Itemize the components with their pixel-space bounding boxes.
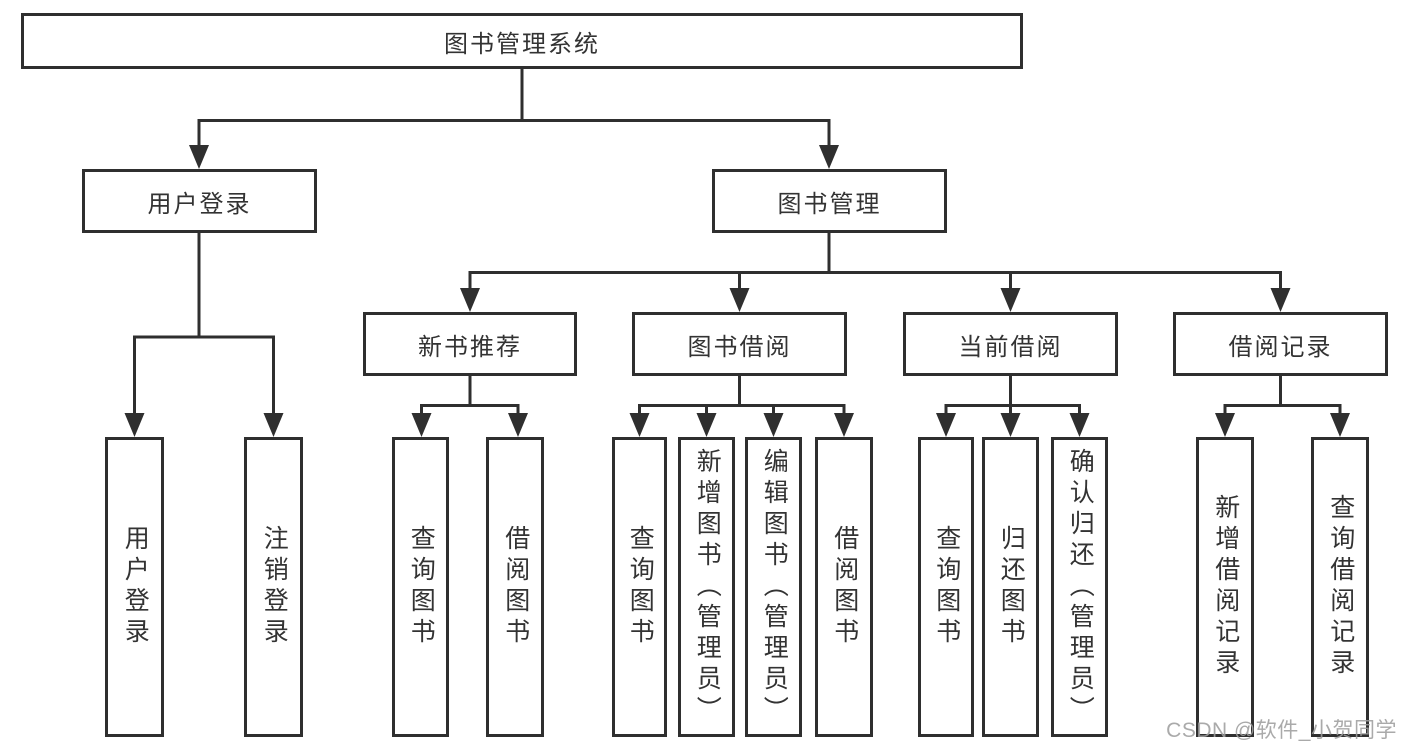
node-label: 图书管理 (777, 190, 882, 218)
node-label: 图书借阅 (687, 333, 792, 361)
leaf-query-books-borrowing: 查询图书 (612, 437, 667, 737)
csdn-watermark: CSDN @软件_小贺同学 (1166, 719, 1397, 742)
leaf-label: 新增图书（管理员） (693, 447, 722, 727)
node-user-login-branch: 用户登录 (82, 169, 317, 233)
leaf-label: 借阅图书 (830, 525, 859, 649)
node-new-book-recommendation: 新书推荐 (363, 312, 577, 376)
leaf-label: 新增借阅记录 (1211, 494, 1240, 680)
node-label: 当前借阅 (958, 333, 1063, 361)
leaf-user-login: 用户登录 (105, 437, 164, 737)
node-label: 用户登录 (147, 190, 252, 218)
arrowheads (124, 145, 1350, 437)
leaf-add-books-admin: 新增图书（管理员） (678, 437, 735, 737)
leaf-confirm-return-admin: 确认归还（管理员） (1051, 437, 1108, 737)
node-current-borrowing: 当前借阅 (903, 312, 1118, 376)
root-node-label: 图书管理系统 (444, 30, 600, 58)
leaf-label: 借阅图书 (501, 525, 530, 649)
leaf-label: 注销登录 (260, 525, 289, 649)
root-node-library-management-system: 图书管理系统 (21, 13, 1023, 69)
leaf-edit-books-admin: 编辑图书（管理员） (745, 437, 802, 737)
node-book-management-branch: 图书管理 (712, 169, 947, 233)
leaf-query-books-recommend: 查询图书 (392, 437, 449, 737)
leaf-return-books: 归还图书 (982, 437, 1039, 737)
leaf-query-books-current: 查询图书 (918, 437, 974, 737)
leaf-label: 查询图书 (932, 525, 961, 649)
leaf-label: 编辑图书（管理员） (760, 447, 789, 727)
leaf-label: 查询图书 (626, 525, 655, 649)
node-label: 新书推荐 (418, 333, 522, 361)
leaf-query-borrow-record: 查询借阅记录 (1311, 437, 1369, 737)
leaf-label: 确认归还（管理员） (1066, 447, 1095, 727)
node-borrowing-records: 借阅记录 (1173, 312, 1388, 376)
leaf-logout: 注销登录 (244, 437, 303, 737)
leaf-label: 查询图书 (407, 525, 436, 649)
leaf-borrow-books-recommend: 借阅图书 (486, 437, 544, 737)
leaf-borrow-books: 借阅图书 (815, 437, 873, 737)
node-book-borrowing: 图书借阅 (632, 312, 847, 376)
node-label: 借阅记录 (1228, 333, 1333, 361)
leaf-add-borrow-record: 新增借阅记录 (1196, 437, 1254, 737)
leaf-label: 归还图书 (997, 525, 1026, 649)
leaf-label: 用户登录 (121, 525, 150, 649)
leaf-label: 查询借阅记录 (1326, 494, 1355, 680)
connector-segments (133, 69, 1342, 415)
